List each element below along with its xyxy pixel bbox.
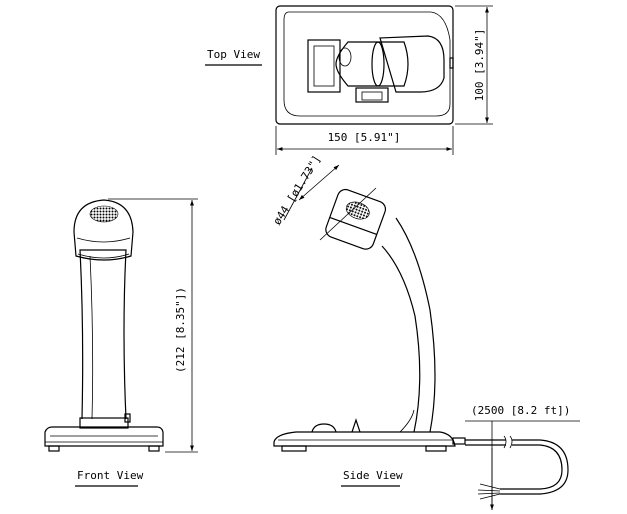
top-view-grille — [338, 47, 352, 67]
side-view-cable-plug — [452, 437, 466, 445]
head-diameter-dimension-line — [298, 164, 340, 201]
top-view-neck — [379, 35, 445, 93]
front-view-base — [44, 426, 164, 447]
top-width-dimension-text: 150 [5.91"] — [328, 131, 401, 144]
front-height-dimension-text: (212 [8.35"]) — [174, 287, 187, 373]
top-view-label: Top View — [207, 48, 260, 61]
cable-length-dimension-text: (2500 [8.2 ft]) — [471, 404, 570, 417]
side-view-cable — [465, 435, 569, 500]
side-view-grille — [345, 201, 370, 220]
front-view-foot-left — [48, 445, 60, 452]
top-width-dimension: 150 [5.91"] — [275, 126, 454, 155]
top-view-front-plate-inner — [313, 45, 335, 87]
side-view-gooseneck-inner — [381, 245, 421, 433]
top-view-notch — [449, 57, 454, 69]
front-view — [44, 199, 164, 452]
top-view — [275, 5, 454, 125]
side-view-foot-right — [425, 445, 447, 452]
top-depth-dimension-text: 100 [3.94"] — [473, 29, 486, 102]
top-depth-dimension: 100 [3.94"] — [455, 5, 493, 125]
cable-length-dimension: (2500 [8.2 ft]) — [465, 404, 580, 510]
side-view-gooseneck-outer — [395, 217, 436, 433]
front-view-grille — [89, 205, 119, 223]
top-view-front-plate — [307, 39, 341, 93]
front-view-collar — [79, 417, 129, 429]
head-diameter-dimension-text: ø44 [ø1.73"] — [270, 153, 323, 227]
front-view-head — [73, 199, 134, 261]
front-height-dimension: (212 [8.35"]) — [108, 198, 198, 453]
side-view-button — [311, 423, 337, 433]
top-view-rear-tab — [355, 87, 389, 103]
side-view-base — [273, 431, 456, 447]
top-view-head — [335, 41, 409, 87]
top-view-base-outline — [275, 5, 454, 125]
front-view-foot-right — [148, 445, 160, 452]
front-view-column — [79, 249, 127, 420]
cable-wire-ends — [477, 483, 501, 500]
side-view-label: Side View — [343, 469, 403, 482]
side-view-foot-left — [281, 445, 307, 452]
top-view-rear-tab-inner — [361, 91, 383, 101]
front-view-label: Front View — [77, 469, 144, 482]
head-diameter-dimension: ø44 [ø1.73"] — [270, 153, 377, 241]
front-view-side-button — [124, 413, 131, 423]
top-view-base-inner — [283, 11, 451, 117]
side-view-head — [325, 188, 387, 250]
side-view — [273, 188, 466, 452]
top-view-head-ring — [371, 41, 385, 87]
